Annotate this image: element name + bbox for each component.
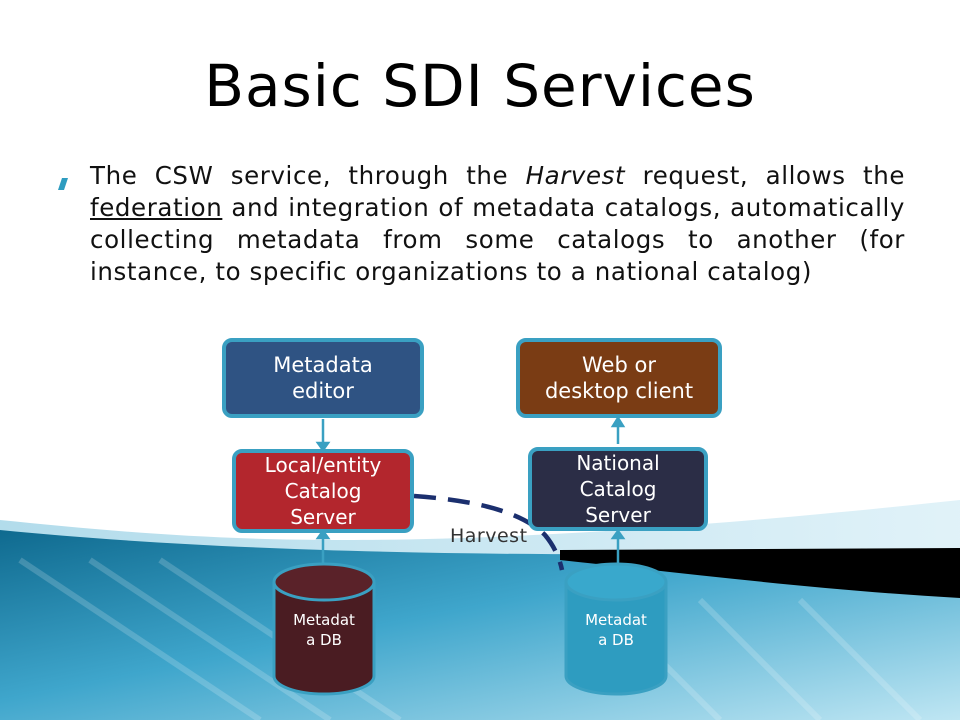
slide-title: Basic SDI Services	[204, 52, 756, 120]
arrow-head-national-db	[610, 528, 626, 540]
arrow-head-editor-local	[315, 441, 331, 453]
bullet-text-rest: and integration of metadata catalogs, au…	[90, 193, 905, 286]
metadata-editor-box: Metadata editor	[222, 338, 424, 418]
bullet-italic-harvest: Harvest	[525, 161, 626, 190]
metadata-editor-label: Metadata editor	[273, 353, 373, 403]
harvest-dashed-arrow	[413, 493, 565, 571]
database-right-icon	[564, 562, 668, 696]
local-catalog-server-box: Local/entity Catalog Server	[232, 449, 414, 533]
bullet-text: The CSW service, through the Harvest req…	[90, 160, 905, 288]
database-left-icon	[272, 562, 376, 696]
bullet-text-start: The CSW service, through the	[90, 161, 526, 190]
web-client-box: Web or desktop client	[516, 338, 722, 418]
harvest-label: Harvest	[450, 525, 528, 547]
web-client-label: Web or desktop client	[544, 353, 694, 403]
arrow-head-local-db	[315, 528, 331, 540]
local-catalog-server-label: Local/entity Catalog Server	[264, 453, 382, 529]
bullet-underlined-federation: federation	[90, 193, 223, 222]
bullet-icon	[58, 178, 68, 190]
national-catalog-server-box: National Catalog Server	[528, 447, 708, 531]
database-right-label: Metadat a DB	[585, 611, 647, 649]
national-catalog-server-label: National Catalog Server	[576, 451, 660, 527]
database-left-label: Metadat a DB	[293, 611, 355, 649]
bullet-text-middle: request, allows the	[625, 161, 905, 190]
arrow-head-national-client	[610, 415, 626, 428]
